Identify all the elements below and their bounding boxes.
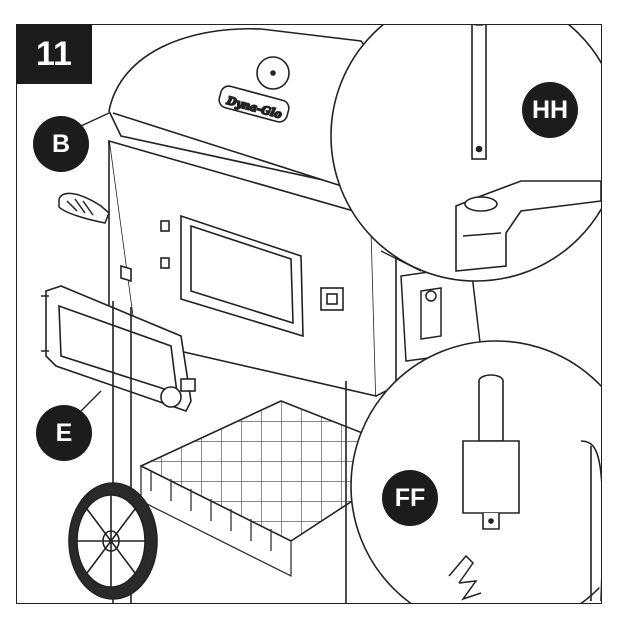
cotter-pin-icon xyxy=(448,554,482,601)
side-handle xyxy=(58,192,110,224)
callout-hh: HH xyxy=(522,82,578,138)
step-number-badge: 11 xyxy=(16,24,92,84)
wire-basket-shelf xyxy=(139,400,423,578)
hinge-pin-icon xyxy=(471,25,487,160)
hinge-assembly-detail xyxy=(462,374,601,601)
wheel-icon xyxy=(68,482,158,600)
diagram-frame: Dyna-Glo xyxy=(16,24,602,604)
grill-lid-icon: Dyna-Glo xyxy=(108,27,377,190)
callout-b: B xyxy=(33,116,89,172)
door-icon xyxy=(41,285,196,412)
ff-detail-magnifier xyxy=(350,340,601,603)
grill-assembly-drawing: Dyna-Glo xyxy=(41,25,601,603)
callout-e: E xyxy=(36,405,92,461)
firebox-body xyxy=(108,139,397,398)
callout-ff: FF xyxy=(382,470,438,526)
hinge-detail xyxy=(455,180,601,272)
